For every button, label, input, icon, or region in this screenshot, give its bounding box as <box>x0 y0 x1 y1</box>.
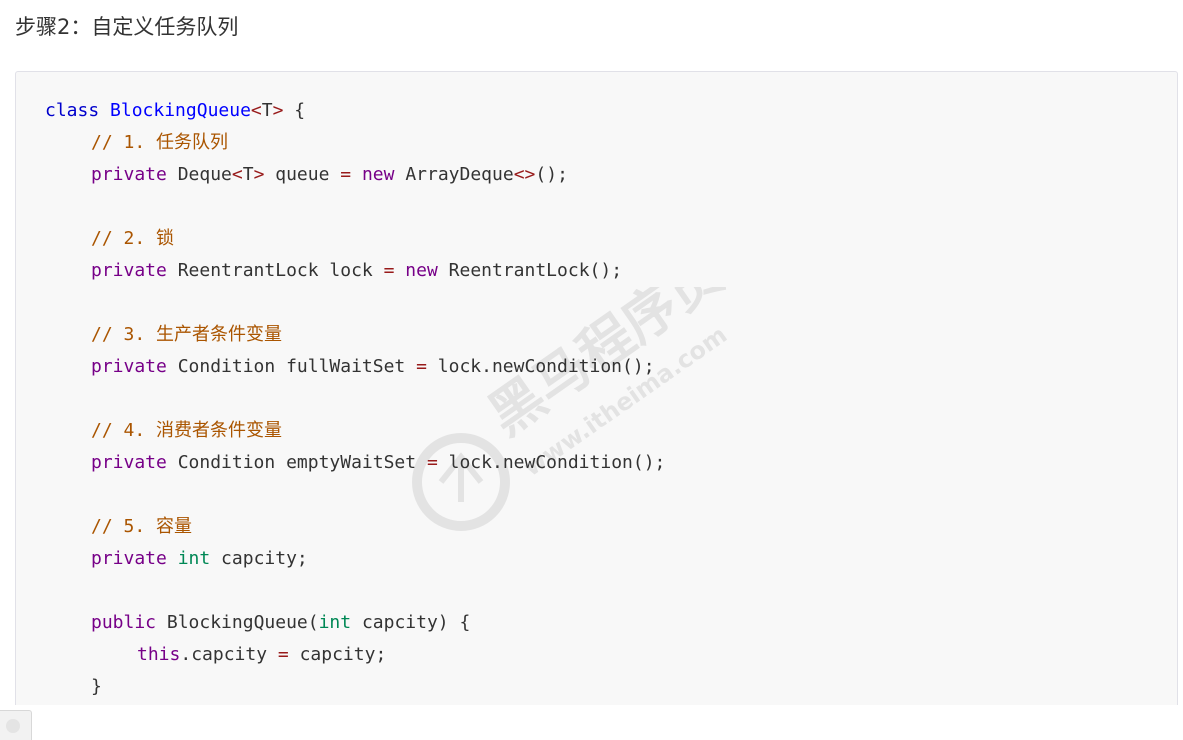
code-token: capcity; <box>288 644 387 665</box>
code-token: private <box>91 356 167 377</box>
code-token: this <box>137 644 181 665</box>
code-token: lock.newCondition(); <box>437 452 666 473</box>
code-token: (); <box>535 164 568 185</box>
code-token: < <box>250 100 262 121</box>
page-bottom-band <box>0 705 1183 740</box>
code-token: BlockingQueue <box>110 100 251 121</box>
code-token: ArrayDeque <box>394 164 514 185</box>
code-line: this.capcity = capcity; <box>45 639 665 671</box>
code-line: // 5. 容量 <box>45 511 665 543</box>
code-token: = <box>426 452 438 473</box>
code-token: = <box>340 164 352 185</box>
code-token: class <box>45 100 111 121</box>
corner-widget-icon <box>6 719 20 733</box>
code-token: new <box>405 260 438 281</box>
code-token: < <box>231 164 243 185</box>
code-token: // 2. 锁 <box>91 228 175 249</box>
code-line: private int capcity; <box>45 543 665 575</box>
code-line <box>45 479 665 511</box>
code-token: > <box>253 164 265 185</box>
code-token: // 5. 容量 <box>91 516 193 537</box>
code-line <box>45 575 665 607</box>
code-line: class BlockingQueue<T> { <box>45 95 665 127</box>
code-token: T <box>261 100 273 121</box>
code-token: > <box>272 100 284 121</box>
code-token <box>351 164 362 185</box>
code-line: // 4. 消费者条件变量 <box>45 415 665 447</box>
code-token: // 3. 生产者条件变量 <box>91 324 283 345</box>
code-token: Deque <box>166 164 232 185</box>
code-token: int <box>177 548 211 569</box>
code-block: 黑马程序员 www.itheima.com class BlockingQueu… <box>15 71 1178 731</box>
code-line <box>45 287 665 319</box>
code-line: // 2. 锁 <box>45 223 665 255</box>
code-token: = <box>383 260 395 281</box>
code-token: capcity) { <box>351 612 471 633</box>
code-token: // 1. 任务队列 <box>91 132 229 153</box>
code-token: <> <box>513 164 536 185</box>
code-token <box>394 260 405 281</box>
code-token: Condition emptyWaitSet <box>166 452 427 473</box>
code-line: // 1. 任务队列 <box>45 127 665 159</box>
code-line: private Deque<T> queue = new ArrayDeque<… <box>45 159 665 191</box>
code-line: private ReentrantLock lock = new Reentra… <box>45 255 665 287</box>
code-line: } <box>45 671 665 703</box>
code-token: queue <box>264 164 341 185</box>
code-token: { <box>283 100 306 121</box>
code-token: private <box>91 452 167 473</box>
code-token: BlockingQueue( <box>156 612 319 633</box>
code-token: private <box>91 548 167 569</box>
code-token: .capcity <box>180 644 278 665</box>
code-token: public <box>91 612 157 633</box>
code-token: T <box>242 164 254 185</box>
code-line: private Condition fullWaitSet = lock.new… <box>45 351 665 383</box>
code-line <box>45 383 665 415</box>
code-token: lock.newCondition(); <box>426 356 655 377</box>
code-token: // 4. 消费者条件变量 <box>91 420 283 441</box>
code-token: = <box>416 356 427 377</box>
code-token <box>167 548 178 569</box>
code-token: new <box>361 164 395 185</box>
code-line: // 3. 生产者条件变量 <box>45 319 665 351</box>
corner-widget-button[interactable] <box>0 710 32 740</box>
code-line: private Condition emptyWaitSet = lock.ne… <box>45 447 665 479</box>
code-token: private <box>91 164 167 185</box>
code-token: private <box>91 260 167 281</box>
code-token: } <box>91 676 102 697</box>
code-token: = <box>277 644 289 665</box>
code-token: capcity; <box>210 548 308 569</box>
code-token: int <box>318 612 352 633</box>
code-line <box>45 191 665 223</box>
code-token: ReentrantLock lock <box>166 260 384 281</box>
code-token: Condition fullWaitSet <box>166 356 417 377</box>
code-token: ReentrantLock(); <box>437 260 623 281</box>
code-line: public BlockingQueue(int capcity) { <box>45 607 665 639</box>
section-heading: 步骤2：自定义任务队列 <box>15 15 239 39</box>
